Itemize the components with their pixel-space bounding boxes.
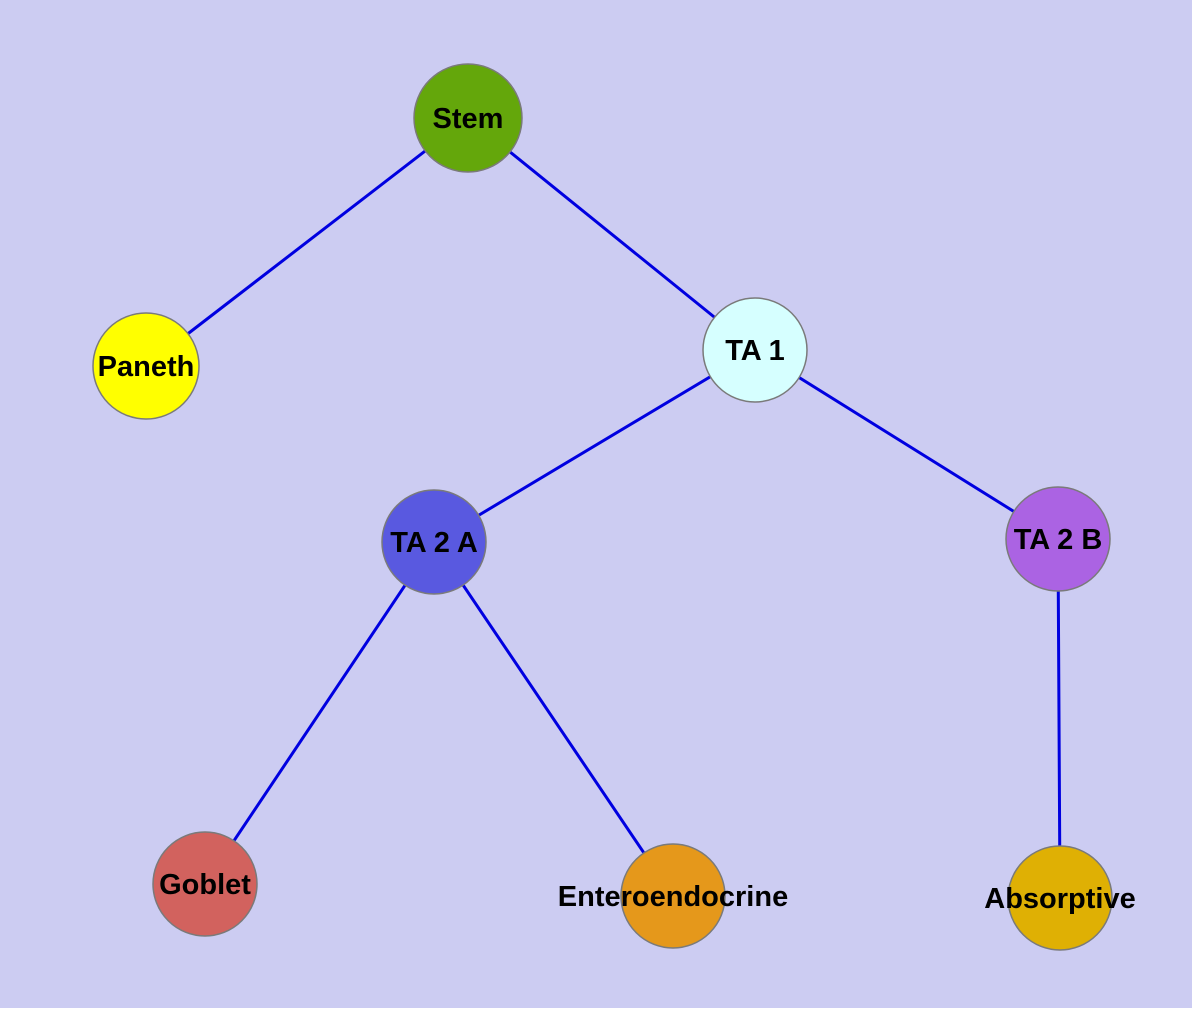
edge-ta-2-a-to-goblet xyxy=(203,540,436,886)
node-goblet[interactable]: Goblet xyxy=(152,831,258,937)
paneth-circle[interactable] xyxy=(92,312,200,420)
ta-2-a-circle[interactable] xyxy=(381,489,487,595)
edge-layer xyxy=(144,116,1062,900)
node-paneth[interactable]: Paneth xyxy=(92,312,200,420)
ta-2-b-circle[interactable] xyxy=(1005,486,1111,592)
node-ta-1[interactable]: TA 1 xyxy=(702,297,808,403)
goblet-circle[interactable] xyxy=(152,831,258,937)
node-enteroendocrine[interactable]: Enteroendocrine xyxy=(558,843,788,949)
node-ta-2-b[interactable]: TA 2 B xyxy=(1005,486,1111,592)
edge-stem-to-ta-1 xyxy=(466,116,757,352)
edge-stem-to-paneth xyxy=(144,116,470,368)
enteroendocrine-circle[interactable] xyxy=(620,843,726,949)
stem-circle[interactable] xyxy=(413,63,523,173)
absorptive-circle[interactable] xyxy=(1007,845,1113,951)
edge-ta-2-a-to-enteroendocrine xyxy=(432,540,675,898)
node-absorptive[interactable]: Absorptive xyxy=(984,845,1136,951)
edge-ta-2-b-to-absorptive xyxy=(1056,537,1062,900)
node-ta-2-a[interactable]: TA 2 A xyxy=(381,489,487,595)
edge-ta-1-to-ta-2-b xyxy=(753,348,1060,541)
edge-ta-1-to-ta-2-a xyxy=(432,348,757,544)
ta-1-circle[interactable] xyxy=(702,297,808,403)
node-stem[interactable]: Stem xyxy=(413,63,523,173)
